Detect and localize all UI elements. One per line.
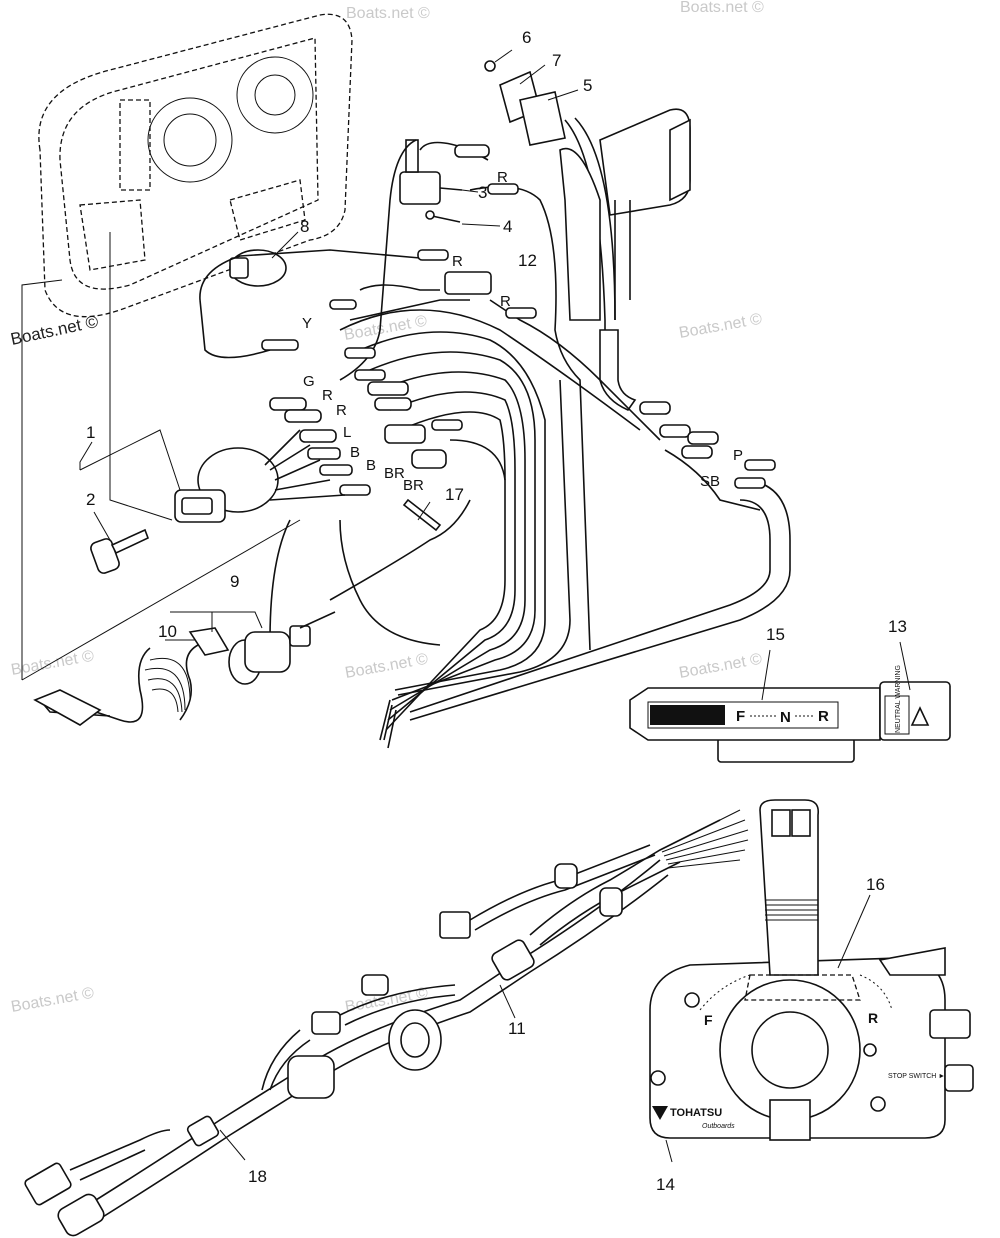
- wire-label-g: G: [303, 373, 315, 390]
- callout-17: 17: [445, 485, 464, 504]
- indicator-display: [650, 705, 725, 725]
- wire-label-b: B: [366, 457, 376, 474]
- neutral-switch: [399, 139, 463, 205]
- wire-harness: [199, 139, 791, 749]
- wire-label-r: R: [452, 253, 463, 270]
- watermark: Boats.net ©: [678, 311, 764, 342]
- callout-4: 4: [503, 217, 512, 236]
- ignition-key: [90, 528, 150, 574]
- callout-13: 13: [888, 617, 907, 636]
- leader-lines: [21, 232, 301, 681]
- lever-f-label: F: [704, 1012, 713, 1028]
- lever-assembly: [484, 49, 691, 411]
- wire-label-r: R: [500, 293, 511, 310]
- callout-15: 15: [766, 625, 785, 644]
- wire-label-br: BR: [384, 465, 405, 482]
- fuse-holder: [444, 271, 492, 295]
- warning-buzzer: [229, 231, 299, 287]
- callout-12: 12: [518, 251, 537, 270]
- wire-labels: R R R Y G R R L B B BR BR P SB: [302, 169, 743, 494]
- watermark: Boats.net ©: [680, 0, 764, 16]
- remote-control-box: F R STOP SWITCH ► TOHATSU Outboards: [649, 799, 974, 1163]
- watermark: Boats.net ©: [10, 648, 96, 679]
- ignition-switch: [174, 429, 346, 523]
- harness-plug: [439, 911, 471, 939]
- wire-label-sb: SB: [700, 473, 720, 490]
- watermark: Boats.net ©: [344, 651, 430, 682]
- callout-11: 11: [508, 1019, 526, 1038]
- lever-r-label: R: [868, 1010, 878, 1026]
- callout-bracket-1: [79, 429, 181, 491]
- wire-label-l: L: [343, 424, 351, 441]
- watermark: Boats.net ©: [10, 985, 96, 1016]
- lanyard-cord: [33, 627, 230, 726]
- wire-label-y: Y: [302, 315, 312, 332]
- callout-18: 18: [248, 1167, 267, 1186]
- watermark: Boats.net ©: [346, 5, 430, 22]
- wire-label-b: B: [350, 444, 360, 461]
- wire-label-br: BR: [403, 477, 424, 494]
- watermark: Boats.net ©: [678, 651, 764, 682]
- brand-sub: Outboards: [702, 1123, 735, 1130]
- wire-label-r: R: [336, 402, 347, 419]
- wire-label-p: P: [733, 447, 743, 464]
- callout-2: 2: [86, 490, 95, 509]
- neutral-indicator-panel: F N R NEUTRAL WARNING: [629, 641, 951, 763]
- leader-17: [417, 501, 431, 521]
- indicator-n: N: [780, 709, 791, 726]
- callout-bracket-9: [170, 611, 263, 629]
- callout-labels: 1 2 3 4 5 6 7 8 9 10 11 12 13 14 15 16 1…: [86, 28, 907, 1194]
- callout-3: 3: [478, 183, 487, 202]
- tohatsu-logo-icon: [652, 1106, 668, 1120]
- main-harness-cable: [24, 809, 749, 1237]
- control-box-housing: [38, 13, 353, 318]
- watermark-primary: Boats.net ©: [9, 312, 101, 349]
- callout-5: 5: [583, 76, 592, 95]
- indicator-r: R: [818, 708, 829, 725]
- wire-label-r: R: [322, 387, 333, 404]
- callout-7: 7: [552, 51, 561, 70]
- wire-label-r: R: [497, 169, 508, 186]
- callout-14: 14: [656, 1175, 675, 1194]
- callout-16: 16: [866, 875, 885, 894]
- indicator-f: F: [736, 708, 745, 725]
- leader-2: [93, 511, 111, 541]
- callout-8: 8: [300, 217, 309, 236]
- brand-name: TOHATSU: [670, 1107, 722, 1119]
- callout-10: 10: [158, 622, 177, 641]
- callout-9: 9: [230, 572, 239, 591]
- connectors: [261, 144, 776, 532]
- terminal-pin: [402, 498, 442, 532]
- callout-6: 6: [522, 28, 531, 47]
- callout-1: 1: [86, 423, 95, 442]
- neutral-warning-label: NEUTRAL WARNING: [895, 665, 902, 733]
- watermark: Boats.net ©: [343, 313, 429, 344]
- switch-screw: [425, 210, 461, 223]
- stop-switch: [228, 611, 336, 685]
- stop-switch-label: STOP SWITCH ►: [888, 1073, 945, 1080]
